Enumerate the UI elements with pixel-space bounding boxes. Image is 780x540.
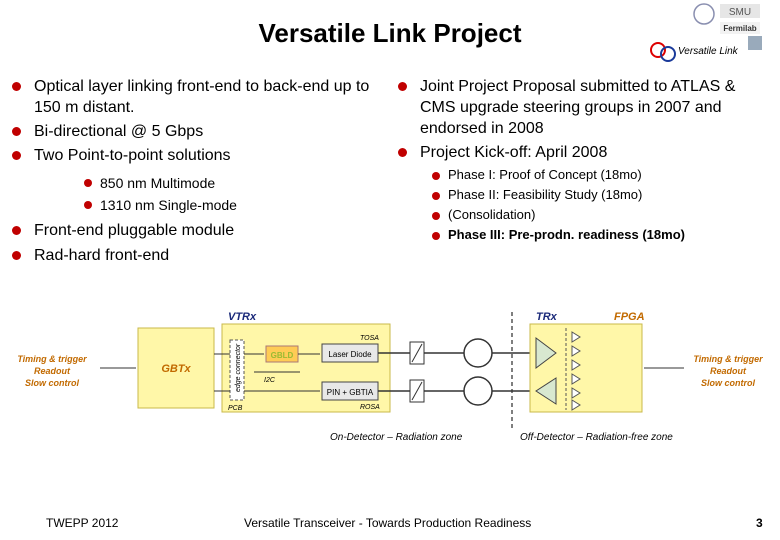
versatile-link-red-ring-icon	[650, 42, 666, 58]
slide-title: Versatile Link Project	[258, 18, 522, 48]
cern-logo-icon	[693, 3, 715, 25]
pcb-label: PCB	[228, 405, 243, 412]
sub-bullet-phase-2: Phase II: Feasibility Study (18mo)	[428, 185, 774, 205]
logo-area: SMU Fermilab Versatile Link	[648, 0, 768, 64]
bullet-bidirectional: Bi-directional @ 5 Gbps	[8, 121, 378, 142]
bullet-joint-proposal: Joint Project Proposal submitted to ATLA…	[394, 76, 774, 139]
i2c-label: I2C	[264, 377, 276, 384]
vtrx-label: VTRx	[228, 311, 257, 323]
off-detector-label: Off-Detector – Radiation-free zone	[520, 432, 673, 443]
crest-logo-icon	[748, 36, 762, 50]
fiber-spool-up-icon	[463, 376, 493, 406]
trx-label: TRx	[536, 311, 558, 323]
sub-bullet-phase-1: Phase I: Proof of Concept (18mo)	[428, 165, 774, 185]
sub-bullet-1310nm: 1310 nm Single-mode	[80, 194, 378, 216]
right-timing-trigger-label: Timing & trigger	[693, 354, 763, 364]
trx-fpga-block	[529, 323, 643, 413]
right-slow-control-label: Slow control	[701, 378, 755, 388]
on-detector-label: On-Detector – Radiation zone	[330, 432, 463, 443]
bullet-two-solutions: Two Point-to-point solutions	[8, 145, 378, 166]
footer-talk-title: Versatile Transceiver - Towards Producti…	[244, 516, 532, 530]
sub-bullet-phase-3: Phase III: Pre-prodn. readiness (18mo)	[428, 225, 774, 245]
partner-logos: SMU Fermilab	[650, 3, 762, 62]
right-bullet-list: Joint Project Proposal submitted to ATLA…	[394, 76, 774, 245]
edge-connector	[229, 339, 245, 401]
smu-logo-icon	[720, 4, 760, 18]
left-bullet-list: Optical layer linking front-end to back-…	[8, 76, 378, 266]
fermilab-logo-icon	[720, 22, 760, 34]
fpga-label: FPGA	[614, 311, 645, 323]
footer-conference: TWEPP 2012	[46, 516, 119, 530]
sub-bullet-consolidation: (Consolidation)	[428, 205, 774, 225]
rosa-label: ROSA	[360, 404, 380, 411]
sub-bullet-850nm: 850 nm Multimode	[80, 172, 378, 194]
left-readout-label: Readout	[34, 366, 71, 376]
page-number: 3	[756, 516, 763, 530]
bullet-kickoff: Project Kick-off: April 2008	[394, 142, 774, 163]
trx-receiver-triangle	[535, 377, 557, 405]
logo-caption: Versatile Link	[678, 46, 738, 57]
bullet-pluggable-module: Front-end pluggable module	[8, 220, 378, 241]
pin-gbtia-label: PIN + GBTIA	[327, 388, 374, 397]
bullet-rad-hard: Rad-hard front-end	[8, 245, 378, 266]
svg-text:Fermilab: Fermilab	[723, 24, 756, 33]
svg-text:SMU: SMU	[729, 7, 751, 18]
edge-connector-label: edge connector	[235, 343, 242, 392]
laser-diode-label: Laser Diode	[328, 350, 372, 359]
gbtx-label: GBTx	[161, 363, 191, 375]
versatile-link-blue-ring-icon	[660, 46, 676, 62]
right-readout-label: Readout	[710, 366, 747, 376]
tosa-label: TOSA	[360, 335, 379, 342]
gbtx-block	[137, 327, 215, 409]
left-slow-control-label: Slow control	[25, 378, 79, 388]
bullet-optical-layer: Optical layer linking front-end to back-…	[8, 76, 378, 118]
versatile-link-diagram: GBTx VTRx edge connector GBLD I2C Laser …	[17, 311, 763, 443]
fiber-spool-down-icon	[463, 338, 493, 368]
left-timing-trigger-label: Timing & trigger	[17, 354, 87, 364]
gbld-label: GBLD	[271, 351, 294, 360]
trx-driver-triangle	[535, 337, 557, 369]
